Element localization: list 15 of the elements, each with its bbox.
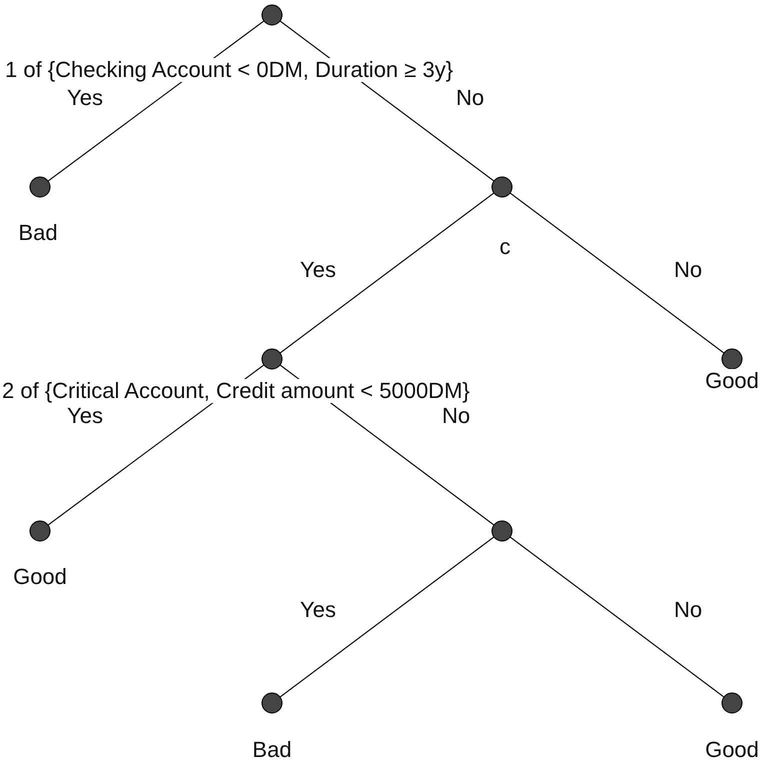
tree-node <box>262 4 282 26</box>
tree-node <box>492 520 512 542</box>
tree-node <box>492 176 512 198</box>
tree-branch <box>510 192 724 354</box>
tree-node <box>30 176 50 198</box>
tree-node <box>722 348 742 370</box>
tree-node <box>30 520 50 542</box>
node-caption: 1 of {Checking Account < 0DM, Duration ≥ 3y} <box>5 58 454 82</box>
node-caption: 2 of {Critical Account, Credit amount < 5000DM} <box>2 379 470 404</box>
tree-branch <box>510 536 724 698</box>
tree-node <box>262 348 282 370</box>
tree-node <box>722 692 742 714</box>
tree-branch <box>280 536 494 698</box>
tree-node <box>262 692 282 714</box>
tree-branch <box>280 192 494 354</box>
